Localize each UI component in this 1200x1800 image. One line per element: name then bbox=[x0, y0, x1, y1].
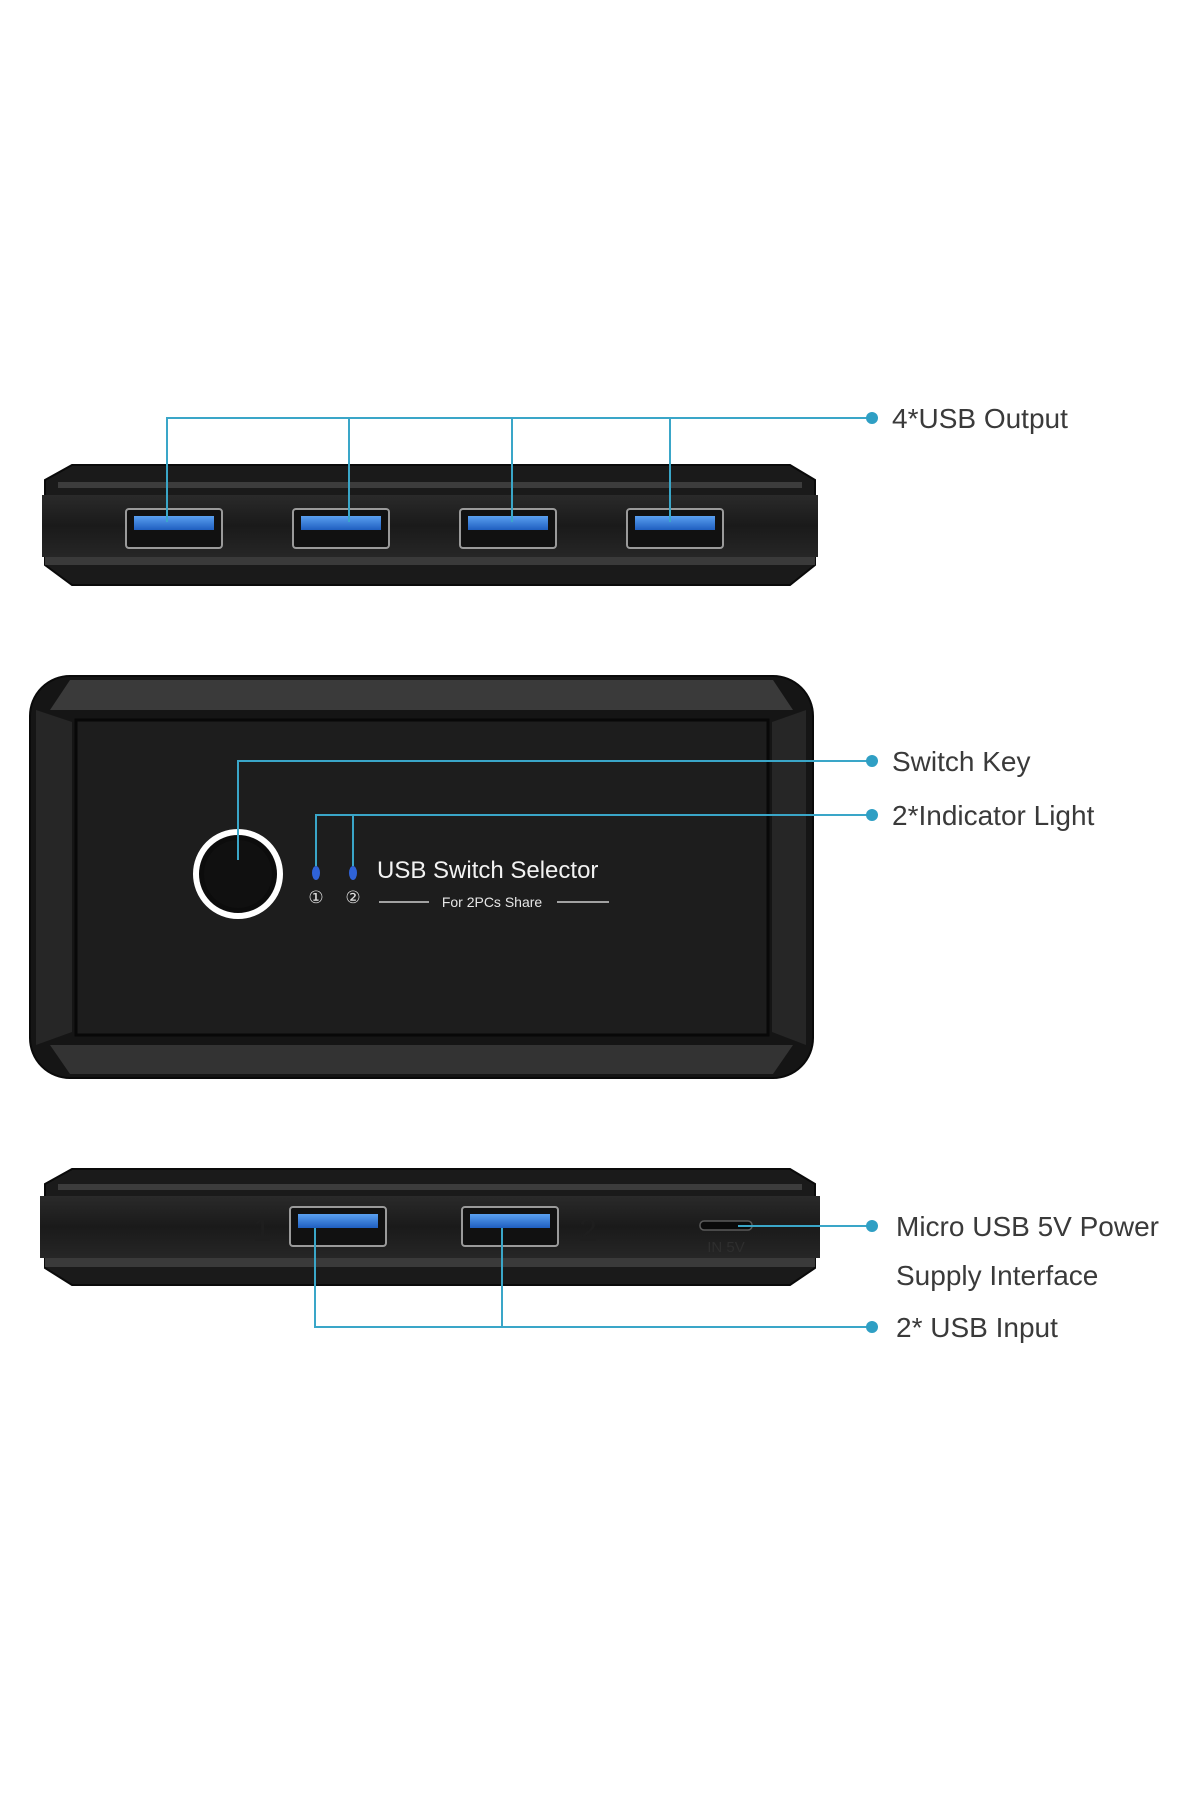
device-subtitle: For 2PCs Share bbox=[442, 894, 543, 910]
callout-switch-key: Switch Key bbox=[237, 746, 1031, 860]
usb-a-port-icon bbox=[470, 1214, 550, 1228]
top-face-bevel-bottom bbox=[50, 1045, 793, 1074]
label-micro-usb-line1: Micro USB 5V Power bbox=[896, 1211, 1159, 1242]
leader-dot bbox=[866, 809, 878, 821]
device-bottom-edge-view: 1 2 IN 5V bbox=[40, 1168, 820, 1286]
leader-line-switch-key bbox=[237, 760, 872, 860]
leader-dot bbox=[866, 1321, 878, 1333]
label-usb-output: 4*USB Output bbox=[892, 403, 1068, 434]
usb-output-port-4 bbox=[626, 508, 724, 549]
label-usb-input: 2* USB Input bbox=[896, 1312, 1058, 1343]
callout-micro-usb: Micro USB 5V Power Supply Interface bbox=[738, 1211, 1159, 1291]
device-title: USB Switch Selector bbox=[377, 857, 598, 884]
port-number-2: 2 bbox=[579, 1212, 597, 1248]
top-face-bevel-top bbox=[50, 680, 793, 710]
leader-line-indicator-light bbox=[315, 814, 872, 866]
usb-output-port-2 bbox=[292, 508, 390, 549]
usb-a-port-icon bbox=[635, 516, 715, 530]
usb-input-port-1 bbox=[289, 1206, 387, 1247]
label-micro-usb-line2: Supply Interface bbox=[896, 1260, 1098, 1291]
usb-output-port-1 bbox=[125, 508, 223, 549]
leader-line-usb-output bbox=[166, 417, 872, 522]
callout-indicator-light: 2*Indicator Light bbox=[315, 800, 1095, 866]
usb-a-port-icon bbox=[301, 516, 381, 530]
callout-usb-output: 4*USB Output bbox=[166, 403, 1068, 522]
power-marking: IN 5V bbox=[707, 1239, 745, 1256]
bottom-edge-rim bbox=[58, 1184, 802, 1190]
device-top-face-view: ① ② USB Switch Selector For 2PCs Share bbox=[29, 675, 814, 1079]
callout-usb-input: 2* USB Input bbox=[314, 1228, 1058, 1343]
top-edge-rim bbox=[58, 482, 802, 488]
top-face-bevel-left bbox=[36, 710, 72, 1045]
leader-dot bbox=[866, 412, 878, 424]
power-button-icon bbox=[204, 840, 272, 908]
leader-line-usb-input bbox=[314, 1228, 872, 1328]
label-switch-key: Switch Key bbox=[892, 746, 1031, 777]
indicator-light-2: ② bbox=[345, 866, 361, 908]
led-icon bbox=[312, 866, 320, 880]
usb-output-port-3 bbox=[459, 508, 557, 549]
top-face-panel bbox=[74, 718, 770, 1037]
top-edge-bottom-rim bbox=[45, 557, 815, 565]
indicator-light-1: ① bbox=[308, 866, 324, 908]
usb-input-port-2 bbox=[461, 1206, 559, 1247]
top-face-bevel-right bbox=[772, 710, 806, 1045]
bottom-edge-face bbox=[40, 1196, 820, 1258]
leader-dot bbox=[866, 755, 878, 767]
micro-usb-port: IN 5V bbox=[699, 1220, 753, 1256]
led-icon bbox=[349, 866, 357, 880]
device-top-edge-view bbox=[42, 464, 818, 586]
label-indicator-light: 2*Indicator Light bbox=[892, 800, 1095, 831]
bottom-edge-bottom-rim bbox=[45, 1258, 815, 1267]
usb-a-port-icon bbox=[298, 1214, 378, 1228]
usb-a-port-icon bbox=[468, 516, 548, 530]
led-number-1: ① bbox=[308, 888, 323, 908]
leader-dot bbox=[866, 1220, 878, 1232]
port-number-1: 1 bbox=[253, 1212, 271, 1248]
led-number-2: ② bbox=[345, 888, 360, 908]
usb-a-port-icon bbox=[134, 516, 214, 530]
